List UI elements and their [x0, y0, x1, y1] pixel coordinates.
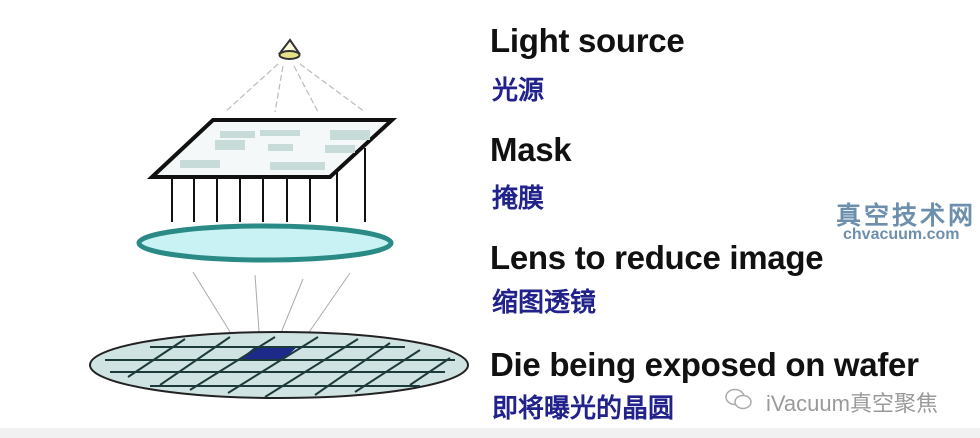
label-die-zh: 即将曝光的晶圆	[492, 394, 675, 424]
label-light-source-zh: 光源	[492, 76, 545, 106]
label-lens-zh: 缩图透镜	[492, 288, 597, 318]
label-lens: Lens to reduce image	[490, 239, 824, 276]
lens-icon	[136, 223, 394, 263]
watermark-wechat-account: iVacuum真空聚焦	[766, 391, 938, 416]
label-die: Die being exposed on wafer	[490, 346, 919, 383]
watermark-site-url: chvacuum.com	[843, 226, 960, 243]
watermark-site-name: 真空技术网	[836, 201, 977, 230]
mask-icon	[146, 118, 398, 222]
label-mask: Mask	[490, 131, 572, 168]
bottom-bar	[0, 428, 980, 438]
photolithography-diagram	[89, 38, 469, 399]
light-rays-upper	[224, 63, 366, 113]
label-light-source: Light source	[490, 22, 685, 59]
wechat-icon	[725, 388, 752, 410]
label-mask-zh: 掩膜	[492, 184, 545, 214]
light-source-icon	[277, 38, 301, 60]
wafer-icon	[89, 331, 469, 399]
